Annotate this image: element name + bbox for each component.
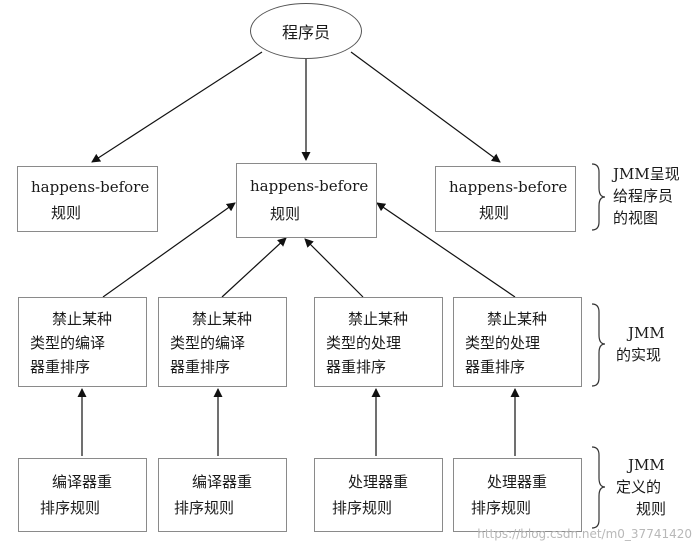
- impl-box-line3: 器重排序: [30, 358, 91, 376]
- rule-box-middle: happens-before 规则: [236, 163, 377, 238]
- def-box-line2: 排序规则: [174, 499, 235, 517]
- impl-box-line3: 器重排序: [465, 358, 526, 376]
- side-label-view-line1: JMM呈现: [613, 165, 680, 183]
- impl-box-line3: 器重排序: [170, 358, 231, 376]
- rule-box-line2: 规则: [270, 205, 301, 223]
- arrow-programmer-to-rule-left: [91, 51, 263, 163]
- def-box-2: 编译器重 排序规则: [158, 458, 287, 532]
- rule-box-line2: 规则: [479, 204, 510, 222]
- impl-box-1: 禁止某种 类型的编译 器重排序: [18, 297, 147, 387]
- rule-box-line2: 规则: [51, 204, 82, 222]
- impl-box-line2: 类型的编译: [170, 334, 246, 352]
- rule-box-left: happens-before 规则: [17, 166, 158, 232]
- def-box-line1: 编译器重: [192, 473, 253, 491]
- def-box-line1: 处理器重: [487, 473, 548, 491]
- rule-box-line1: happens-before: [250, 177, 369, 195]
- arrow-impl3-to-rule: [304, 238, 364, 298]
- def-box-4: 处理器重 排序规则: [453, 458, 582, 532]
- def-box-1: 编译器重 排序规则: [18, 458, 147, 532]
- impl-box-line1: 禁止某种: [487, 310, 548, 328]
- def-box-3: 处理器重 排序规则: [314, 458, 443, 532]
- brace-def: [591, 446, 606, 529]
- side-label-def-line2: 定义的: [616, 478, 662, 496]
- side-label-impl: JMM 的实现: [616, 322, 665, 366]
- impl-box-line1: 禁止某种: [192, 310, 253, 328]
- side-label-view-line2: 给程序员: [613, 187, 674, 205]
- impl-box-line1: 禁止某种: [52, 310, 113, 328]
- impl-box-2: 禁止某种 类型的编译 器重排序: [158, 297, 287, 387]
- brace-view: [591, 163, 606, 231]
- impl-box-line1: 禁止某种: [348, 310, 409, 328]
- def-box-line2: 排序规则: [40, 499, 101, 517]
- arrow-impl4-to-rule: [376, 202, 516, 298]
- programmer-label: 程序员: [281, 23, 330, 42]
- def-box-line1: 处理器重: [348, 473, 409, 491]
- side-label-impl-line2: 的实现: [616, 346, 662, 364]
- impl-box-line2: 类型的处理: [326, 334, 402, 352]
- side-label-def: JMM 定义的 规则: [616, 454, 667, 520]
- impl-box-line2: 类型的处理: [465, 334, 541, 352]
- side-label-view-line3: 的视图: [613, 209, 659, 227]
- def-box-line1: 编译器重: [52, 473, 113, 491]
- rule-box-right: happens-before 规则: [435, 166, 576, 232]
- side-label-def-line3: 规则: [636, 500, 667, 518]
- rule-box-line1: happens-before: [31, 178, 150, 196]
- impl-box-line2: 类型的编译: [30, 334, 106, 352]
- side-label-impl-line1: JMM: [628, 324, 665, 342]
- impl-box-3: 禁止某种 类型的处理 器重排序: [314, 297, 443, 387]
- arrow-impl1-to-rule: [102, 202, 236, 298]
- watermark-text: https://blog.csdn.net/m0_37741420: [477, 527, 692, 541]
- impl-box-4: 禁止某种 类型的处理 器重排序: [453, 297, 582, 387]
- programmer-node: 程序员: [250, 3, 362, 59]
- rule-box-line1: happens-before: [449, 178, 568, 196]
- def-box-line2: 排序规则: [332, 499, 393, 517]
- arrow-impl2-to-rule: [221, 237, 287, 298]
- def-box-line2: 排序规则: [471, 499, 532, 517]
- side-label-def-line1: JMM: [628, 456, 665, 474]
- arrow-programmer-to-rule-right: [350, 51, 501, 163]
- side-label-view: JMM呈现 给程序员 的视图: [613, 163, 680, 229]
- impl-box-line3: 器重排序: [326, 358, 387, 376]
- brace-impl: [591, 303, 606, 387]
